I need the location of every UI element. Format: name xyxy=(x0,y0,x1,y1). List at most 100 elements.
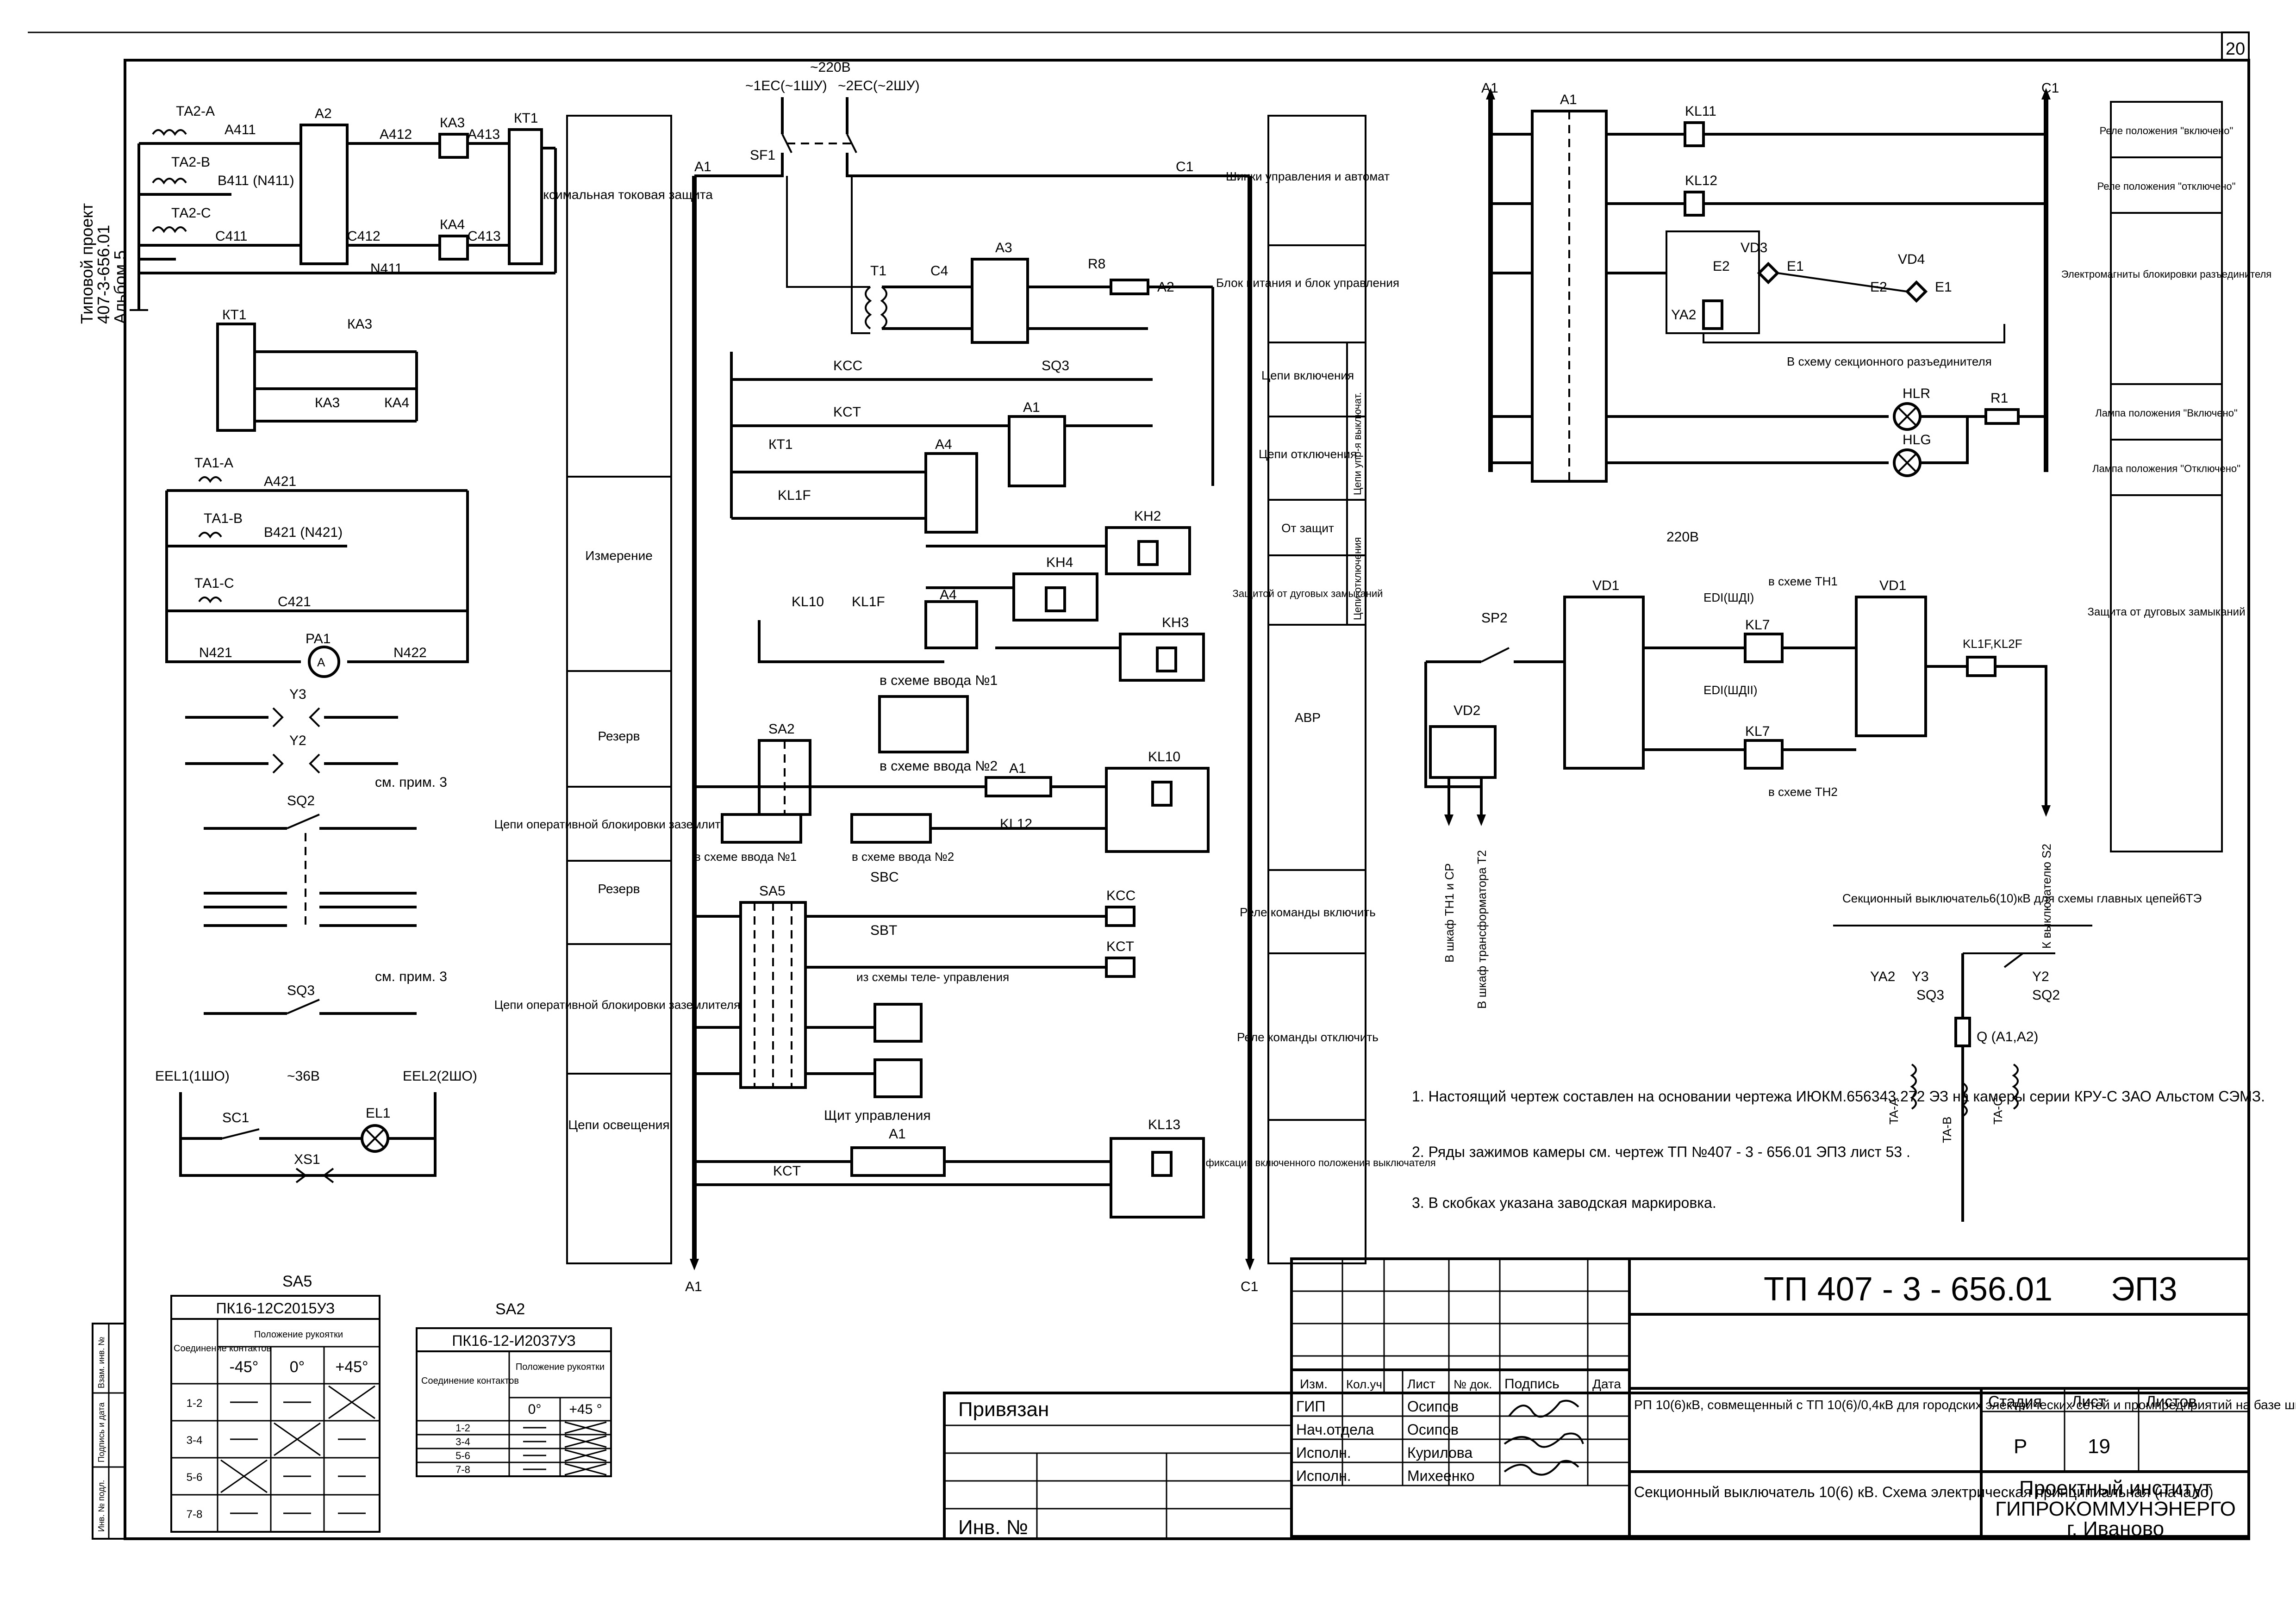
org-line-1: Проектный институт xyxy=(2019,1477,2212,1499)
sa2-row-contacts: 1-2 xyxy=(455,1422,470,1434)
role-2: Нач.отдела xyxy=(1296,1421,1374,1438)
sq3c-label: SQ3 xyxy=(1916,988,1944,1003)
in-th1-label: в схеме ТН1 xyxy=(1768,574,1838,588)
sa5-cross-mark xyxy=(328,1385,375,1419)
measurement-circuit: ТА1-А ТА1-В ТА1-С A PA1 А421 В421 (N421)… xyxy=(165,455,469,678)
sc1-label: SC1 xyxy=(222,1110,249,1125)
sa2-row-contacts: 3-4 xyxy=(455,1436,470,1448)
sa5-label: SA5 xyxy=(759,883,786,899)
n421-label: N421 xyxy=(199,645,232,660)
kl1f-label: KL1F xyxy=(778,488,811,503)
kl1f-2-label: KL1F xyxy=(852,594,885,609)
tele-label: из схемы теле- управления xyxy=(856,970,1009,984)
c412-label: С412 xyxy=(347,229,381,244)
side-stamp-line-1: Типовой проект xyxy=(77,203,96,324)
xs1-label: XS1 xyxy=(294,1152,320,1167)
lighting-circuit: EEL1(1ШО) EEL2(2ШО) ~36В SC1 XS1 EL1 xyxy=(155,1069,477,1183)
sa2-label: SA2 xyxy=(768,721,795,737)
title-block: Изм. Кол.уч. Лист № док. Подпись Дата ГИ… xyxy=(943,1257,2296,1540)
sa2-table: SA2 ПК16-12-И2037УЗ Соединение контактов… xyxy=(416,1300,612,1477)
kct-2-label: KCT xyxy=(773,1163,801,1179)
ta2a-label: ТА2-А xyxy=(176,104,215,119)
in-scheme-2-b: в схеме ввода №2 xyxy=(852,850,954,864)
org-line-2: ГИПРОКОММУНЭНЕРГО xyxy=(1995,1498,2236,1520)
name-1: Осипов xyxy=(1407,1398,1459,1415)
e1b-label: E1 xyxy=(1935,280,1952,295)
kh3-label: KH3 xyxy=(1162,615,1189,630)
sa5-row-contacts: 3-4 xyxy=(187,1434,203,1447)
to-s2-label: К выключателю S2 xyxy=(2040,844,2053,949)
a4-2-label: A4 xyxy=(940,587,957,603)
sa5-model: ПК16-12С2015УЗ xyxy=(216,1300,335,1317)
sa2-position-0: 0° xyxy=(528,1402,542,1417)
hdr-sign: Подпись xyxy=(1504,1376,1560,1392)
project-title: РП 10(6)кВ, совмещенный с ТП 10(6)/0,4кВ… xyxy=(1634,1398,2296,1412)
kct-coil-label: KCT xyxy=(1106,939,1134,954)
section-reserve-1: Резерв xyxy=(598,729,640,743)
supply-bus-1: ~1ЕС(~1ШУ) xyxy=(745,78,827,93)
y3-label: Y3 xyxy=(289,687,306,702)
name-3: Курилова xyxy=(1407,1444,1472,1461)
section-power-block: Блок питания и блок управления xyxy=(1216,276,1399,290)
strip-inv-podl: Инв. № подл. xyxy=(97,1480,106,1532)
arc-protection-circuit: 220В SP2 VD1 VD2 EDI(ШДI) EDI(ШДII) KL7 … xyxy=(1424,529,2053,1009)
position-relay-circuit: A1 C1 A1 KL11 KL12 YA2 VD3 VD4 E2 E1 E2 … xyxy=(1481,81,2059,483)
vd2-label: VD2 xyxy=(1454,703,1480,718)
hdr-kol: Кол.уч. xyxy=(1346,1377,1385,1391)
notes: 1. Настоящий чертеж составлен на основан… xyxy=(1412,1088,2265,1211)
kl10-label: KL10 xyxy=(792,594,824,609)
section-vertical-tripping: Цепи отключения xyxy=(1352,537,1363,620)
section-lighting: Цепи освещения xyxy=(568,1118,669,1132)
sa5-position-1: 0° xyxy=(290,1358,305,1376)
sa2-model: ПК16-12-И2037УЗ xyxy=(452,1332,575,1349)
signature-1 xyxy=(1508,1399,1579,1418)
see-note-1: см. прим. 3 xyxy=(375,775,447,790)
section-reserve-2: Резерв xyxy=(598,882,640,896)
in-th2-label: в схеме ТН2 xyxy=(1768,785,1838,799)
ta1c-label: ТА1-С xyxy=(194,576,234,591)
e2-label: E2 xyxy=(1713,259,1730,274)
ka3-contact2-label: КА3 xyxy=(315,395,340,410)
eel1-label: EEL1(1ШО) xyxy=(155,1069,230,1084)
ta2b-label: ТА2-В xyxy=(171,155,210,170)
note-1: 1. Настоящий чертеж составлен на основан… xyxy=(1412,1088,2265,1105)
sa2-cross-mark xyxy=(564,1435,607,1448)
stage-value: Р xyxy=(2014,1435,2027,1458)
edi2-label: EDI(ШДII) xyxy=(1703,683,1758,697)
sheet-title: Секционный выключатель 10(6) кВ. Схема э… xyxy=(1634,1484,2214,1500)
in-scheme-1-b: в схеме ввода №1 xyxy=(694,850,797,864)
sa2-table-title: SA2 xyxy=(495,1300,525,1318)
kcc-label: KCC xyxy=(833,358,862,373)
sq2b-label: SQ2 xyxy=(2032,988,2060,1003)
ka3-label: КА3 xyxy=(440,115,465,131)
in-scheme-2-a: в схеме ввода №2 xyxy=(880,758,998,774)
a412-label: А412 xyxy=(380,127,412,142)
kl7-label: KL7 xyxy=(1745,617,1770,633)
sp2-label: SP2 xyxy=(1481,610,1508,626)
section-relay-fix: Реле фиксации включенного положения выкл… xyxy=(1179,1157,1435,1169)
sbc-label: SBC xyxy=(870,870,899,885)
middle-section-column: Шинки управления и автомат Блок питания … xyxy=(1179,115,1436,1264)
name-2: Осипов xyxy=(1407,1421,1459,1438)
role-3: Исполн. xyxy=(1296,1444,1351,1461)
sa5-row-contacts: 1-2 xyxy=(187,1397,203,1410)
sa5-position-0: -45° xyxy=(230,1358,259,1376)
r8-label: R8 xyxy=(1088,256,1105,272)
a2-label: А2 xyxy=(315,106,332,121)
n411-label: N411 xyxy=(370,261,403,276)
name-4: Михеенко xyxy=(1407,1467,1475,1484)
to-disconnector-label: В схему секционного разъединителя xyxy=(1787,354,1992,368)
sa2-col-contacts: Соединение контактов xyxy=(421,1376,519,1386)
section-interlock-2: Цепи оперативной блокировки заземлителя. xyxy=(494,998,744,1012)
ta2c-label: ТА2-С xyxy=(171,205,211,221)
hlg-label: HLG xyxy=(1903,432,1931,448)
signature-2 xyxy=(1504,1432,1584,1448)
kt1-label: КТ1 xyxy=(514,111,538,126)
note-3: 3. В скобках указана заводская маркировк… xyxy=(1412,1194,1716,1211)
c411-label: С411 xyxy=(215,229,248,244)
sq2-label: SQ2 xyxy=(287,793,315,808)
c421-label: С421 xyxy=(278,594,311,609)
ta1a-label: ТА1-А xyxy=(194,455,233,471)
sa5-col-contacts: Соединение контактов xyxy=(174,1343,271,1354)
bus-a1-top: A1 xyxy=(694,159,711,174)
